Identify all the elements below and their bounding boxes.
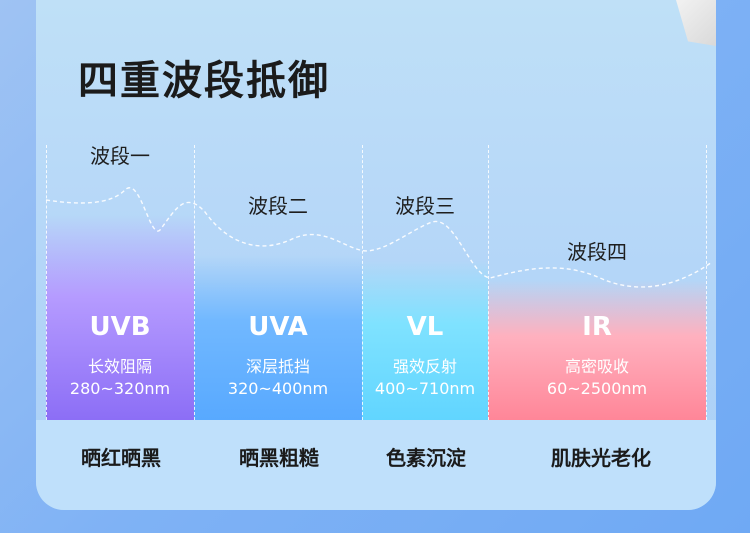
band-2-range: 320~400nm [227, 379, 329, 398]
band-1-effect: 晒红晒黑 [81, 446, 161, 470]
band-3-label: 波段三 [395, 194, 455, 218]
band-4-desc: 高密吸收 [564, 357, 629, 376]
band-4: 波段四 IR 高密吸收 60~2500nm [488, 0, 706, 420]
band-4-fill [488, 280, 706, 420]
band-4-name: IR [582, 312, 612, 342]
band-4-label: 波段四 [567, 240, 627, 264]
band-4-range: 60~2500nm [546, 379, 648, 398]
band-3-name: VL [406, 312, 444, 342]
band-1-fill [46, 215, 194, 420]
effects-row: 晒红晒黑 晒黑粗糙 色素沉淀 肌肤光老化 [36, 420, 716, 510]
band-4-effect: 肌肤光老化 [551, 446, 651, 470]
band-2: 波段二 UVA 深层抵挡 320~400nm [194, 0, 362, 420]
band-divider [46, 145, 47, 420]
band-1-label: 波段一 [90, 144, 150, 168]
band-1-range: 280~320nm [69, 379, 171, 398]
band-2-fill [194, 255, 362, 420]
band-1-name: UVB [89, 312, 151, 342]
band-3: 波段三 VL 强效反射 400~710nm [362, 0, 488, 420]
band-divider [488, 145, 489, 420]
band-divider [706, 145, 707, 420]
page-title: 四重波段抵御 [78, 58, 330, 104]
band-2-effect: 晒黑粗糙 [239, 446, 319, 470]
band-divider [362, 145, 363, 420]
band-3-fill [362, 260, 488, 420]
band-3-effect: 色素沉淀 [386, 446, 466, 470]
band-3-range: 400~710nm [374, 379, 476, 398]
band-1: 波段一 UVB 长效阻隔 280~320nm [46, 0, 194, 420]
band-divider [194, 145, 195, 420]
band-2-name: UVA [248, 312, 308, 342]
band-3-desc: 强效反射 [392, 357, 457, 376]
band-1-desc: 长效阻隔 [87, 357, 152, 376]
band-2-desc: 深层抵挡 [245, 357, 310, 376]
band-2-label: 波段二 [248, 194, 308, 218]
